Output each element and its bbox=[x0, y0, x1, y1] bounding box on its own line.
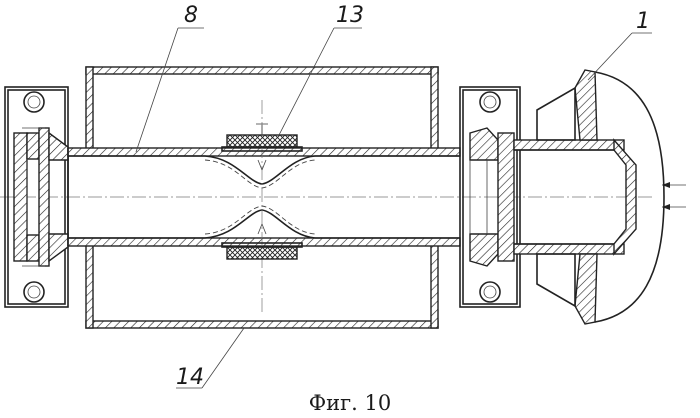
label-14: 14 bbox=[176, 365, 204, 390]
label-13: 13 bbox=[336, 3, 364, 28]
left-bracket bbox=[5, 87, 68, 307]
venturi-throat bbox=[205, 100, 315, 315]
figure-caption: Фиг. 10 bbox=[309, 391, 392, 415]
label-1: 1 bbox=[636, 9, 650, 34]
leader-lines bbox=[136, 28, 652, 388]
label-8: 8 bbox=[184, 3, 198, 28]
